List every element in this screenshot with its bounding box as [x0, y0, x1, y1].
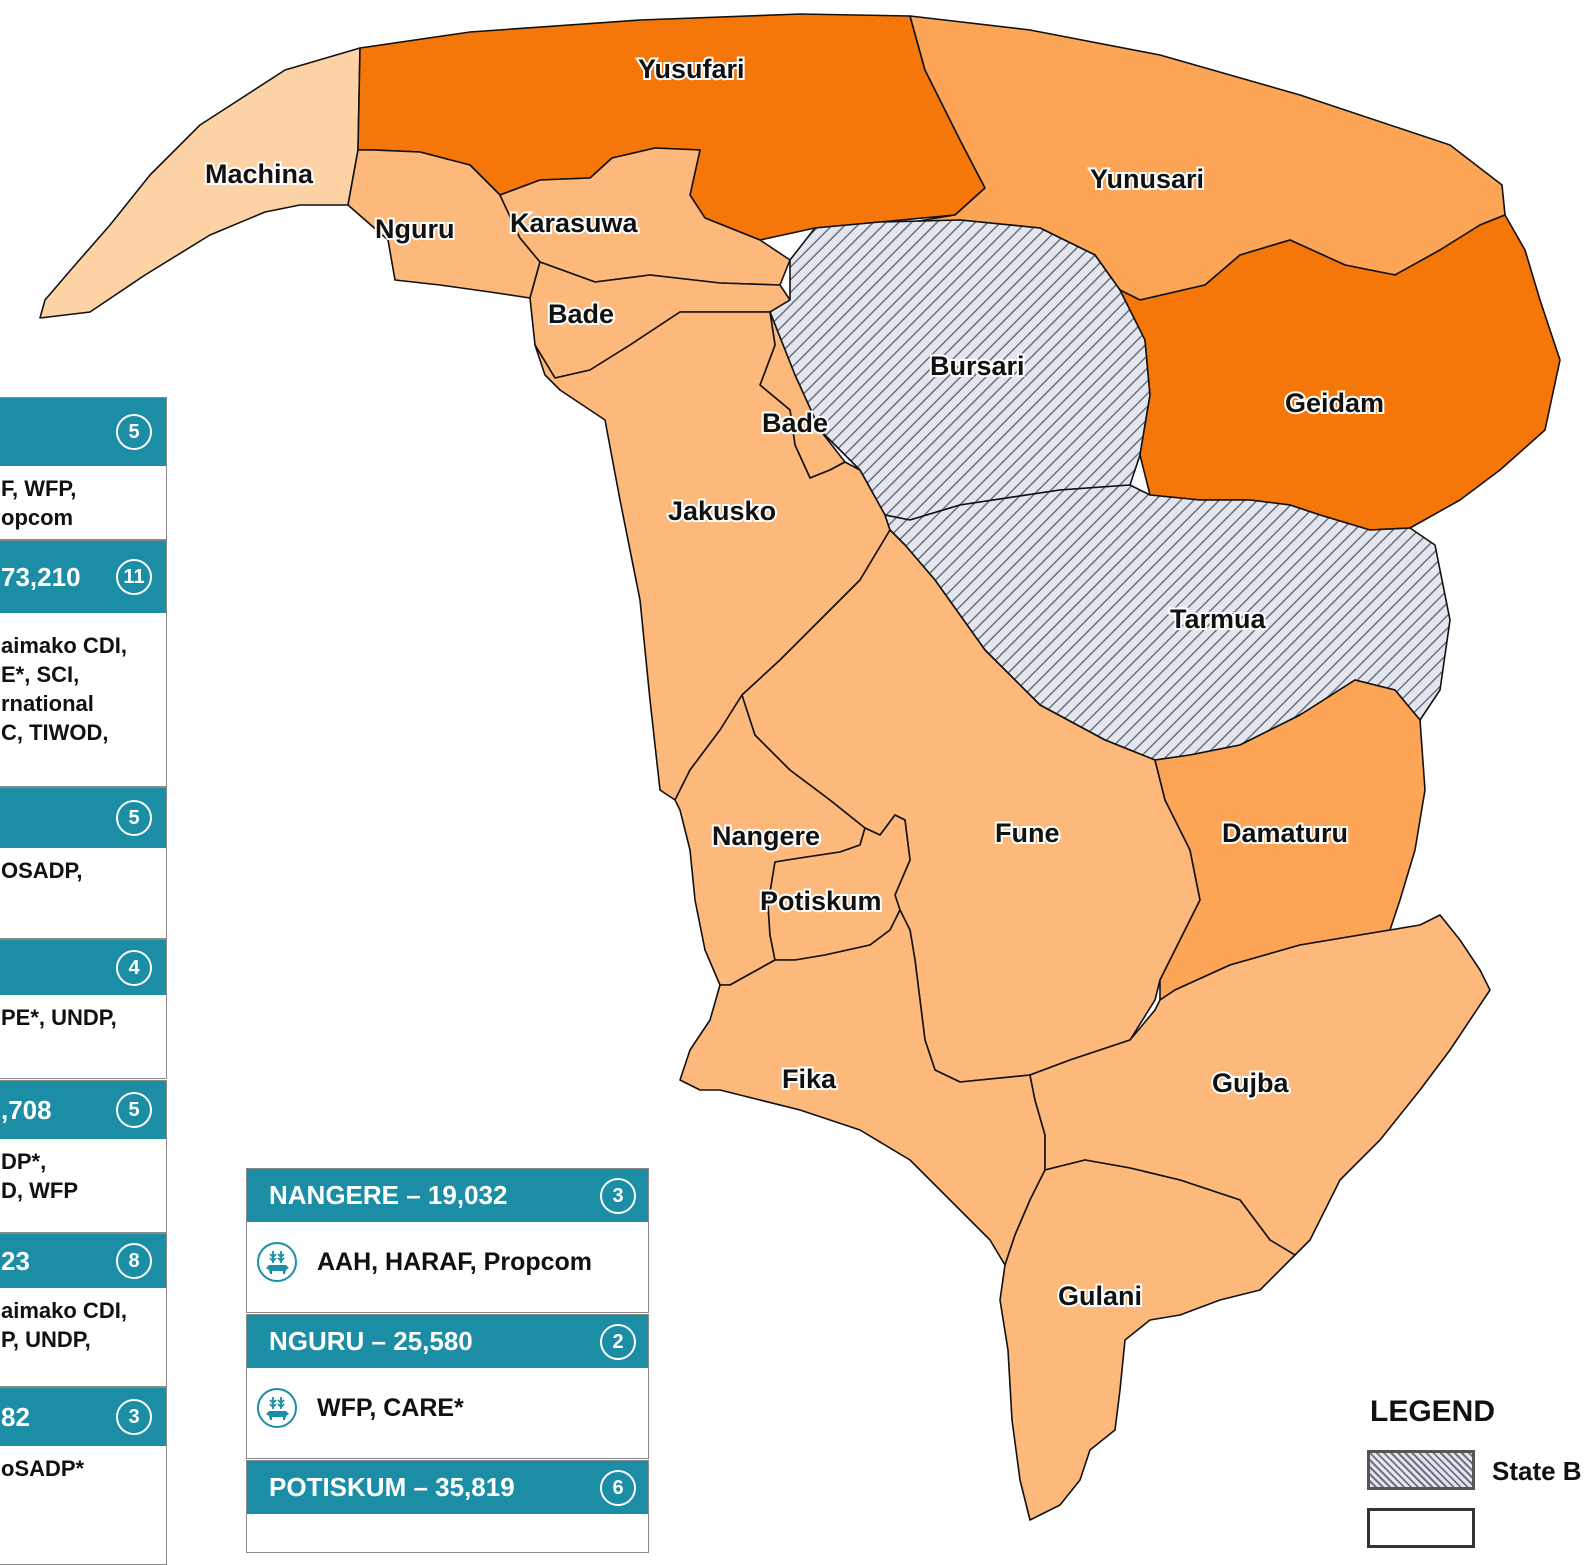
partner-count-badge: 5 [116, 1092, 152, 1128]
lga-label-yusufari: Yusufari [638, 54, 745, 84]
partner-line: F, WFP, [1, 476, 77, 501]
lga-card-partners: oSADP* [0, 1446, 166, 1483]
lga-label-gulani: Gulani [1058, 1281, 1142, 1311]
lga-card-title: NGURU – 25,580 [269, 1326, 473, 1356]
partner-line: aimako CDI, [1, 633, 127, 658]
partner-count-badge: 3 [600, 1177, 636, 1214]
lga-card-partners: aimako CDI, E*, SCI, rnational C, TIWOD, [0, 613, 166, 747]
lga-label-karasuwa: Karasuwa [510, 208, 639, 238]
lga-card-potiskum: POTISKUM – 35,819 6 [246, 1460, 649, 1553]
lga-label-bade-south: Bade [762, 408, 828, 438]
partner-line: E*, SCI, [1, 662, 80, 687]
lga-card-title: POTISKUM – 35,819 [269, 1472, 515, 1502]
partner-line: opcom [1, 505, 74, 530]
lga-card-header: 4 [0, 940, 166, 995]
lga-label-geidam: Geidam [1285, 388, 1384, 418]
lga-card-header: ,708 5 [0, 1081, 166, 1139]
lga-label-damaturu: Damaturu [1222, 818, 1348, 848]
partner-list: WFP, CARE* [317, 1393, 464, 1422]
lga-card-partners: AAH, HARAF, Propcom [247, 1222, 648, 1312]
left-lga-card: 23 8 aimako CDI, P, UNDP, [0, 1233, 167, 1387]
lga-card-header: NANGERE – 19,032 3 [247, 1169, 648, 1222]
legend-item-label: State B [1492, 1456, 1582, 1486]
agriculture-livestock-icon [257, 1242, 297, 1282]
partner-count-badge: 8 [116, 1243, 152, 1279]
lga-label-fika: Fika [782, 1064, 837, 1094]
legend-title: LEGEND [1370, 1395, 1496, 1428]
lga-label-nangere: Nangere [712, 821, 820, 851]
lga-card-header: NGURU – 25,580 2 [247, 1315, 648, 1368]
partner-count-badge: 3 [116, 1399, 152, 1435]
lga-card-header: 5 [0, 788, 166, 848]
partner-line: OSADP, [1, 858, 83, 883]
lga-card-title: NANGERE – 19,032 [269, 1180, 508, 1210]
lga-region-gujba [1029, 914, 1491, 1256]
lga-label-gujba: Gujba [1212, 1068, 1289, 1098]
lga-card-title: 23 [1, 1246, 30, 1276]
partner-line: aimako CDI, [1, 1298, 127, 1323]
left-lga-card: 5 F, WFP, opcom [0, 397, 167, 540]
partner-count-badge: 4 [116, 949, 152, 986]
partner-line: C, TIWOD, [1, 720, 109, 745]
lga-card-partners: aimako CDI, P, UNDP, [0, 1288, 166, 1354]
legend-swatch-lga-boundary [1367, 1508, 1475, 1548]
lga-label-bursari: Bursari [930, 351, 1025, 381]
lga-label-yunusari: Yunusari [1090, 164, 1204, 194]
partner-line: P, UNDP, [1, 1327, 91, 1352]
lga-card-partners: WFP, CARE* [247, 1368, 648, 1458]
left-lga-card: 82 3 oSADP* [0, 1387, 167, 1565]
lga-card-header: 73,210 11 [0, 541, 166, 613]
left-lga-card: 73,210 11 aimako CDI, E*, SCI, rnational C, T… [0, 540, 167, 787]
lga-card-partners: DP*, D, WFP [0, 1139, 166, 1205]
lga-card-partners: PE*, UNDP, [0, 995, 166, 1032]
lga-card-title: 73,210 [1, 562, 81, 592]
lga-card-header: 5 [0, 398, 166, 466]
lga-label-bade-north: Bade [548, 299, 614, 329]
partner-list: AAH, HARAF, Propcom [317, 1247, 593, 1276]
lga-region-gulani [999, 1159, 1296, 1521]
lga-card-partners: OSADP, [0, 848, 166, 885]
lga-label-jakusko: Jakusko [668, 496, 776, 526]
lga-card-header: 82 3 [0, 1388, 166, 1446]
lga-label-tarmua: Tarmua [1170, 604, 1267, 634]
partner-line: D, WFP [1, 1178, 78, 1203]
lga-card-header: 23 8 [0, 1234, 166, 1288]
lga-card-title: 82 [1, 1402, 30, 1432]
lga-label-fune: Fune [995, 818, 1060, 848]
legend-swatch-state-boundary [1367, 1450, 1475, 1490]
partner-line: rnational [1, 691, 94, 716]
lga-label-machina: Machina [205, 159, 314, 189]
partner-count-badge: 2 [600, 1323, 636, 1360]
lga-label-nguru: Nguru [375, 214, 454, 244]
partner-line: DP*, [1, 1149, 47, 1174]
lga-card-header: POTISKUM – 35,819 6 [247, 1461, 648, 1514]
lga-card-partners: F, WFP, opcom [0, 466, 166, 532]
partner-line: PE*, UNDP, [1, 1005, 117, 1030]
partner-count-badge: 6 [600, 1469, 636, 1506]
partner-line: oSADP* [1, 1456, 85, 1481]
lga-region-machina [39, 47, 361, 319]
partner-count-badge: 5 [116, 414, 152, 450]
lga-card-title: ,708 [1, 1095, 52, 1125]
lga-label-potiskum: Potiskum [760, 886, 882, 916]
partner-count-badge: 5 [116, 800, 152, 836]
partner-count-badge: 11 [116, 559, 152, 595]
agriculture-livestock-icon [257, 1388, 297, 1428]
